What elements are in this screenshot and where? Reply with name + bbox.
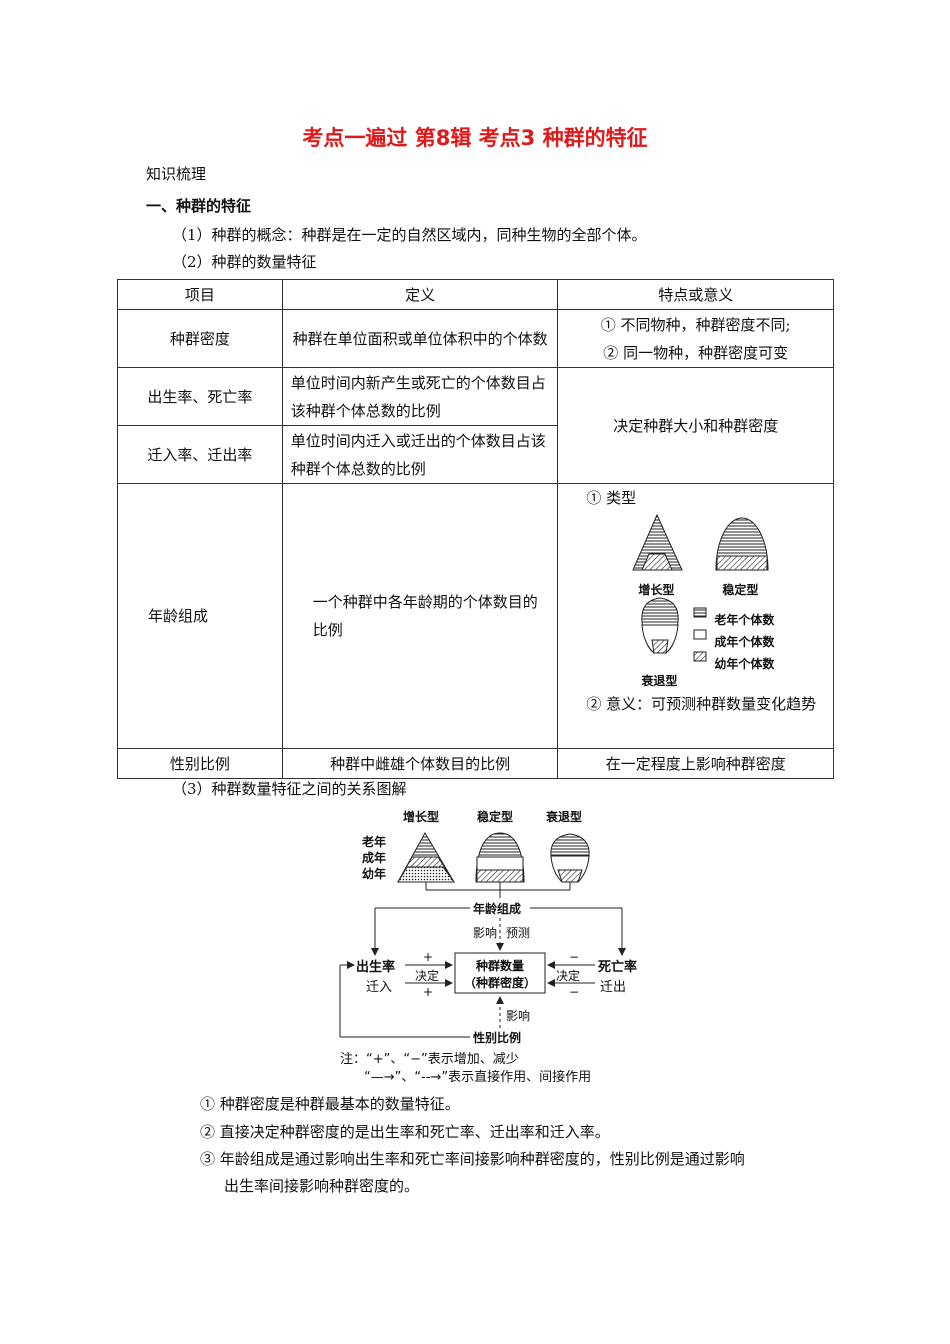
paragraph-quantity-features: （2）种群的数量特征 — [172, 253, 317, 271]
diagram-minus-top: − — [569, 950, 580, 964]
pyramid-label-growth: 增长型 — [638, 583, 675, 597]
table-cell-def: 种群在单位面积或单位体积中的个体数 — [281, 309, 559, 368]
mean-line: ② 同一物种，种群密度可变 — [603, 343, 789, 362]
table-cell-age-types: ① 类型 — [557, 483, 834, 749]
table-header: 定义 — [281, 279, 559, 310]
age-type-label: ① 类型 — [586, 489, 637, 507]
table-cell-def: 单位时间内迁入或迁出的个体数目占该种群个体总数的比例 — [281, 425, 559, 484]
feature-table: 项目 定义 特点或意义 种群密度 种群在单位面积或单位体积中的个体数 ① 不同物… — [117, 279, 834, 779]
diagram-immigration: 迁入 — [366, 980, 393, 995]
diagram-center-density: （种群密度） — [463, 976, 536, 990]
diagram-plus-top: + — [423, 950, 434, 964]
point-1: ① 种群密度是种群最基本的数量特征。 — [200, 1095, 460, 1113]
paragraph-relationship: （3）种群数量特征之间的关系图解 — [172, 780, 407, 798]
diagram-decide-right: 决定 — [556, 969, 581, 983]
diagram-label-growth: 增长型 — [403, 810, 440, 824]
table-cell-mean: 决定种群大小和种群密度 — [557, 367, 834, 484]
point-2: ② 直接决定种群密度的是出生率和死亡率、迁出率和迁入率。 — [200, 1123, 610, 1141]
mean-line: ① 不同物种，种群密度不同; — [600, 315, 791, 334]
table-cell-def: 种群中雌雄个体数目的比例 — [281, 748, 559, 779]
diagram-influence: 影响 — [473, 926, 498, 940]
diagram-center-quantity: 种群数量 — [475, 959, 524, 973]
table-cell-item: 出生率、死亡率 — [117, 367, 283, 426]
diagram-stable-pyramid — [475, 832, 525, 883]
point-3-line1: ③ 年龄组成是通过影响出生率和死亡率间接影响种群密度的，性别比例是通过影响 — [200, 1150, 745, 1168]
diagram-sex-ratio: 性别比例 — [473, 1029, 522, 1046]
paragraph-concept: （1）种群的概念：种群是在一定的自然区域内，同种生物的全部个体。 — [172, 226, 647, 244]
relationship-lines — [339, 831, 626, 1038]
table-cell-item: 种群密度 — [117, 309, 283, 368]
age-meaning: ② 意义：可预测种群数量变化趋势 — [586, 695, 817, 713]
legend-adult-label: 成年个体数 — [714, 635, 775, 649]
table-row: 出生率、死亡率 单位时间内新产生或死亡的个体数目占该种群个体总数的比例 决定种群… — [117, 367, 834, 484]
table-cell-mean: ① 不同物种，种群密度不同; ② 同一物种，种群密度可变 — [557, 309, 834, 368]
table-row: 迁入率、迁出率 单位时间内迁入或迁出的个体数目占该种群个体总数的比例 — [117, 425, 834, 484]
table-row: 性别比例 种群中雌雄个体数目的比例 在一定程度上影响种群密度 — [117, 748, 834, 779]
pyramid-label-decline: 衰退型 — [641, 674, 678, 688]
diagram-influence-2: 影响 — [506, 1009, 531, 1023]
diagram-note-2: “—→”、“--→”表示直接作用、间接作用 — [364, 1070, 592, 1085]
heading-population-features: 一、种群的特征 — [146, 197, 252, 215]
table-cell-def: 单位时间内新产生或死亡的个体数目占该种群个体总数的比例 — [281, 367, 559, 426]
diagram-emigration: 迁出 — [600, 980, 627, 995]
table-cell-def: 一个种群中各年龄期的个体数目的比例 — [281, 483, 559, 749]
diagram-plus-bottom: + — [423, 985, 434, 999]
growth-pyramid — [632, 513, 684, 571]
page-title: 考点一遍过 第8辑 考点3 种群的特征 — [302, 126, 648, 150]
table-cell-mean: 在一定程度上影响种群密度 — [557, 748, 834, 779]
table-header: 特点或意义 — [557, 279, 834, 310]
legend-old-swatch — [693, 607, 707, 618]
table-cell-item: 迁入率、迁出率 — [117, 425, 283, 484]
diagram-predict: 预测 — [506, 926, 531, 940]
relationship-diagram: 增长型 稳定型 衰退型 老年 成年 幼年 年龄组成 影响 预测 出生率 迁入 死… — [330, 800, 650, 1085]
diagram-age-structure: 年龄组成 — [473, 900, 522, 917]
legend-old-label: 老年个体数 — [714, 613, 775, 627]
diagram-growth-pyramid — [397, 831, 455, 883]
age-pyramids-figure — [632, 513, 769, 662]
decline-pyramid — [641, 597, 680, 654]
diagram-label-adult: 成年 — [362, 851, 387, 865]
pyramid-label-stable: 稳定型 — [722, 583, 759, 597]
diagram-label-stable: 稳定型 — [477, 810, 514, 824]
section-label: 知识梳理 — [146, 165, 207, 183]
diagram-label-old: 老年 — [362, 835, 387, 849]
diagram-death-rate: 死亡率 — [598, 960, 638, 975]
diagram-decline-pyramid — [550, 833, 590, 883]
table-header-row: 项目 定义 特点或意义 — [117, 279, 834, 310]
diagram-label-decline: 衰退型 — [546, 810, 583, 824]
point-3-line2: 出生率间接影响种群密度的。 — [224, 1177, 420, 1195]
table-row: 种群密度 种群在单位面积或单位体积中的个体数 ① 不同物种，种群密度不同; ② … — [117, 309, 834, 368]
table-cell-item: 性别比例 — [117, 748, 283, 779]
diagram-note-1: 注：“+”、“−”表示增加、减少 — [340, 1052, 519, 1067]
table-header: 项目 — [117, 279, 283, 310]
legend-adult-swatch — [693, 629, 707, 640]
diagram-label-young: 幼年 — [362, 867, 387, 881]
diagram-decide-left: 决定 — [415, 969, 440, 983]
legend-young-swatch — [693, 651, 707, 662]
stable-pyramid — [715, 517, 769, 571]
table-cell-item: 年龄组成 — [117, 483, 283, 749]
diagram-minus-bottom: − — [569, 985, 580, 999]
legend-young-label: 幼年个体数 — [714, 657, 775, 671]
diagram-birth-rate: 出生率 — [356, 960, 396, 975]
table-row: 年龄组成 一个种群中各年龄期的个体数目的比例 ① 类型 — [117, 483, 834, 749]
